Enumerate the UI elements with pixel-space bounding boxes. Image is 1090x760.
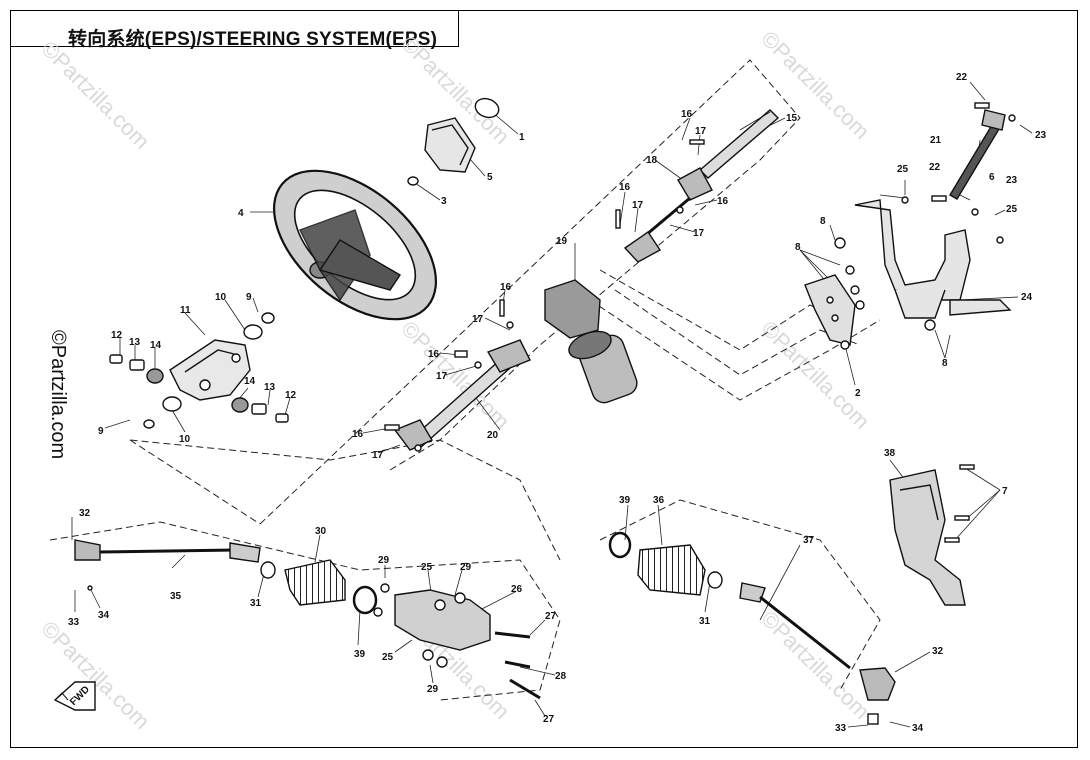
callout-17: 17	[693, 228, 705, 239]
callout-17: 17	[436, 371, 448, 382]
callout-29: 29	[460, 562, 472, 573]
callout-37: 37	[803, 535, 815, 546]
callout-32: 32	[79, 508, 91, 519]
callout-8: 8	[820, 216, 826, 227]
callout-23: 23	[1006, 175, 1018, 186]
callout-10: 10	[215, 292, 227, 303]
callout-6: 6	[989, 172, 995, 183]
callout-39: 39	[354, 649, 366, 660]
callout-14: 14	[244, 376, 256, 387]
callouts: 1 5 3 4 15 16 17 18 16 17 16 17 19 16 17…	[68, 72, 1047, 734]
callout-17: 17	[632, 200, 644, 211]
callout-36: 36	[653, 495, 665, 506]
callout-33: 33	[68, 617, 80, 628]
callout-16: 16	[500, 282, 512, 293]
callout-27: 27	[543, 714, 555, 725]
callout-30: 30	[315, 526, 327, 537]
page-title: 转向系统(EPS)/STEERING SYSTEM(EPS)	[68, 29, 438, 50]
watermark: ©Partzilla.com	[36, 616, 154, 734]
callout-27: 27	[545, 611, 557, 622]
callout-38: 38	[884, 448, 896, 459]
forward-arrow: FWD	[53, 681, 96, 711]
callout-22: 22	[956, 72, 968, 83]
callout-11: 11	[180, 305, 191, 316]
title-box: 转向系统(EPS)/STEERING SYSTEM(EPS)	[10, 10, 459, 50]
callout-31: 31	[699, 616, 711, 627]
callout-2: 2	[855, 388, 861, 399]
callout-16: 16	[619, 182, 631, 193]
callout-29: 29	[427, 684, 439, 695]
callout-23: 23	[1035, 130, 1047, 141]
callout-14: 14	[150, 340, 162, 351]
callout-10: 10	[179, 434, 191, 445]
callout-19: 19	[556, 236, 568, 247]
callout-34: 34	[98, 610, 110, 621]
callout-39: 39	[619, 495, 631, 506]
watermark: ©Partzilla.com	[756, 26, 874, 144]
callout-9: 9	[246, 292, 252, 303]
callout-12: 12	[285, 390, 297, 401]
callout-22: 22	[929, 162, 941, 173]
watermark-vertical: ©Partzilla.com	[47, 330, 69, 459]
callout-17: 17	[472, 314, 484, 325]
callout-26: 26	[511, 584, 523, 595]
callout-8: 8	[942, 358, 948, 369]
callout-33: 33	[835, 723, 847, 734]
callout-25: 25	[382, 652, 394, 663]
callout-13: 13	[264, 382, 276, 393]
leader-lines	[71, 81, 1033, 728]
callout-3: 3	[441, 196, 447, 207]
callout-35: 35	[170, 591, 182, 602]
parts	[74, 97, 1016, 725]
callout-8: 8	[795, 242, 801, 253]
callout-16: 16	[352, 429, 364, 440]
callout-17: 17	[372, 450, 384, 461]
callout-21: 21	[930, 135, 942, 146]
watermark: ©Partzilla.com	[36, 36, 154, 154]
callout-13: 13	[129, 337, 141, 348]
callout-17: 17	[695, 126, 707, 137]
callout-28: 28	[555, 671, 567, 682]
callout-5: 5	[487, 172, 493, 183]
callout-20: 20	[487, 430, 499, 441]
callout-4: 4	[238, 208, 244, 219]
diagram-frame	[10, 10, 1078, 748]
callout-16: 16	[681, 109, 693, 120]
callout-24: 24	[1021, 292, 1033, 303]
callout-18: 18	[646, 155, 658, 166]
callout-31: 31	[250, 598, 262, 609]
watermark: ©Partzilla.com	[756, 606, 874, 724]
callout-16: 16	[717, 196, 729, 207]
callout-29: 29	[378, 555, 390, 566]
callout-1: 1	[519, 132, 525, 143]
callout-16: 16	[428, 349, 440, 360]
callout-25: 25	[897, 164, 909, 175]
callout-15: 15	[786, 113, 798, 124]
callout-9: 9	[98, 426, 104, 437]
callout-7: 7	[1002, 486, 1008, 497]
callout-32: 32	[932, 646, 944, 657]
callout-25: 25	[1006, 204, 1018, 215]
callout-34: 34	[912, 723, 924, 734]
callout-12: 12	[111, 330, 123, 341]
callout-25: 25	[421, 562, 433, 573]
